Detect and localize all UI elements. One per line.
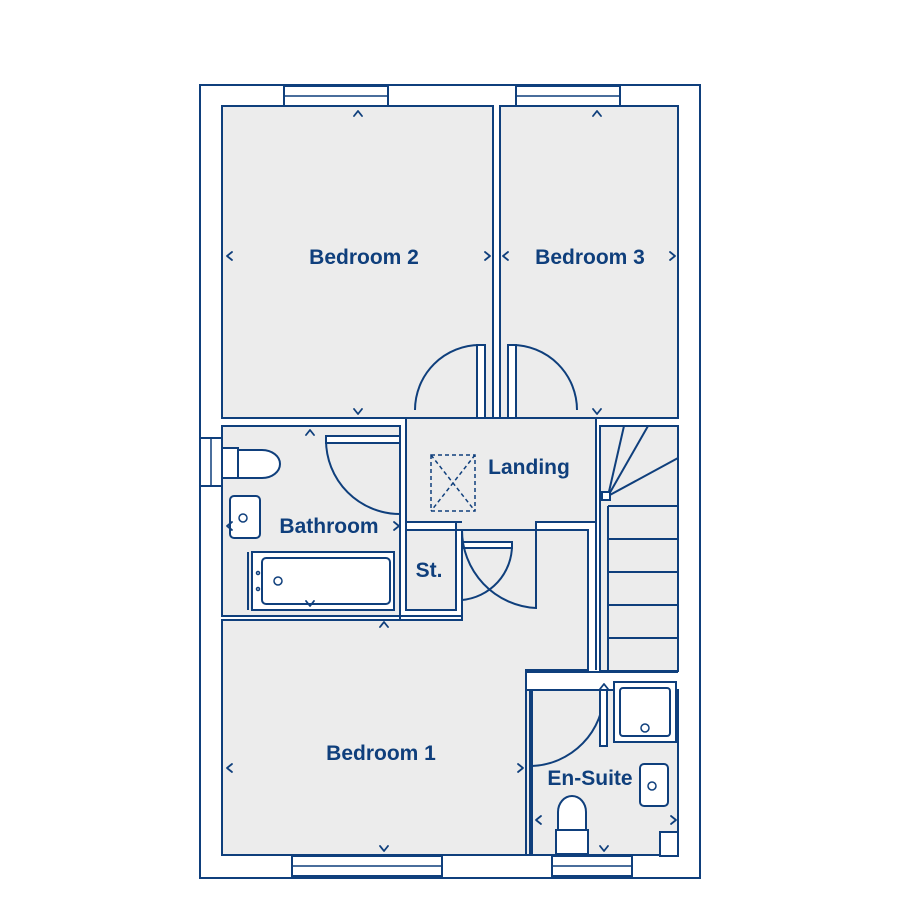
door-bedroom-3[interactable] [511, 343, 578, 418]
door-store-leaf [461, 541, 513, 549]
door-store[interactable] [461, 544, 514, 601]
door-bedroom-3-leaf [507, 344, 517, 419]
room-label-landing: Landing [488, 456, 570, 479]
door-en-suite-leaf [599, 689, 608, 747]
loft-hatch-cross-2 [430, 454, 476, 512]
en-suite-radiator [659, 831, 679, 857]
bedroom-2-floor [221, 105, 494, 419]
room-label-en-suite: En-Suite [547, 767, 632, 790]
en-suite-basin [639, 763, 669, 807]
room-label-store: St. [416, 559, 443, 582]
en-suite-toilet [555, 795, 589, 855]
stair-well [599, 425, 679, 672]
room-label-bathroom: Bathroom [279, 515, 378, 538]
door-bedroom-2[interactable] [414, 343, 481, 418]
door-bathroom[interactable] [324, 439, 401, 515]
room-label-bedroom-1: Bedroom 1 [326, 742, 436, 765]
loft-hatch [430, 454, 476, 512]
door-bedroom-1[interactable] [460, 529, 537, 610]
room-label-bedroom-3: Bedroom 3 [535, 246, 645, 269]
staircase [601, 425, 679, 670]
dimension-markers [226, 110, 677, 852]
bathroom-bath [247, 551, 395, 611]
bathroom-basin [229, 495, 261, 539]
bathroom-toilet [221, 447, 281, 479]
en-suite-shower [613, 681, 677, 743]
room-label-bedroom-2: Bedroom 2 [309, 246, 419, 269]
door-bathroom-leaf [325, 435, 401, 444]
door-bedroom-2-leaf [476, 344, 486, 419]
